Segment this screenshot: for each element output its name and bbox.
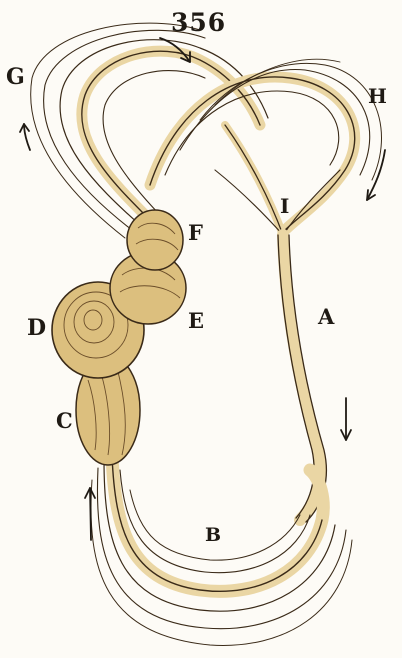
- bottom-loop-b: [91, 455, 352, 645]
- label-g: G: [6, 66, 25, 88]
- label-d: D: [27, 317, 46, 339]
- label-e: E: [188, 310, 204, 331]
- arrow-bottom-left: [85, 488, 95, 540]
- arrow-right: [367, 150, 385, 200]
- right-upper-loop: [150, 59, 381, 232]
- arrow-left: [20, 124, 30, 150]
- branch-i: [215, 125, 340, 235]
- label-b: B: [205, 526, 221, 545]
- label-h: H: [368, 86, 387, 106]
- label-f: F: [188, 222, 203, 243]
- organ-f: [127, 210, 183, 270]
- label-i: I: [280, 196, 289, 216]
- arrow-a: [341, 398, 351, 440]
- label-a: A: [318, 306, 334, 327]
- page-number: 356: [171, 10, 226, 35]
- label-c: C: [56, 410, 73, 431]
